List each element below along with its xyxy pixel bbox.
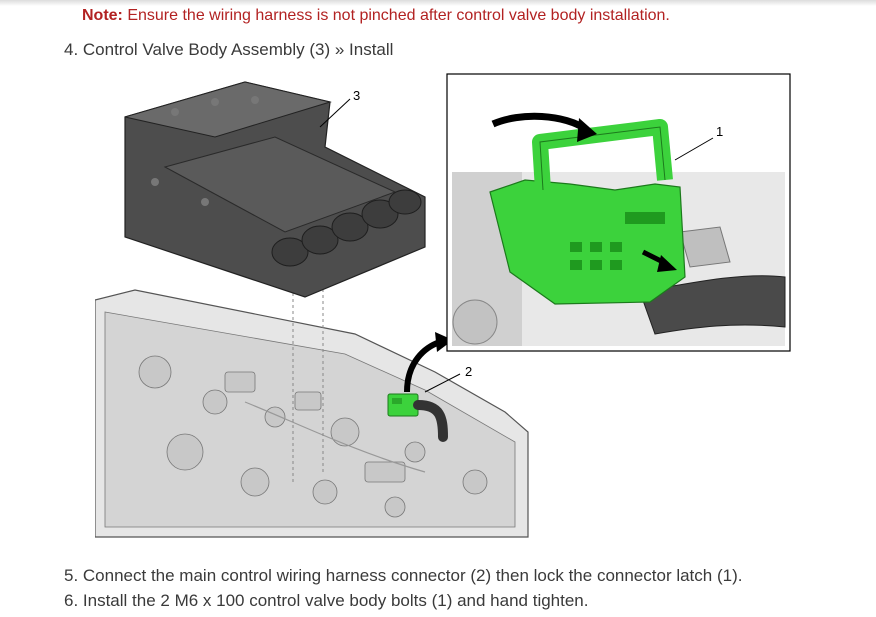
warning-note: Note: Ensure the wiring harness is not p… <box>82 7 670 25</box>
callout-2: 2 <box>465 364 472 379</box>
pointer-arrow-icon <box>404 339 442 393</box>
control-valve-body <box>124 81 426 298</box>
callout-1: 1 <box>716 124 723 139</box>
valve-body-install-diagram: 3 2 1 <box>95 73 791 538</box>
step-4-text: 4. Control Valve Body Assembly (3) » Ins… <box>64 40 394 59</box>
inset-detail <box>446 73 791 352</box>
pointer-arrowhead-icon <box>435 332 453 352</box>
step-5-text: 5. Connect the main control wiring harne… <box>64 566 743 585</box>
transmission-case <box>95 289 529 538</box>
step-6-text: 6. Install the 2 M6 x 100 control valve … <box>64 591 589 610</box>
harness-connector-small <box>387 373 461 442</box>
callout-3: 3 <box>353 88 360 103</box>
note-text: Ensure the wiring harness is not pinched… <box>122 7 670 24</box>
top-shadow-bar <box>0 0 876 6</box>
note-label: Note: <box>82 7 123 24</box>
alignment-lines <box>292 277 324 482</box>
